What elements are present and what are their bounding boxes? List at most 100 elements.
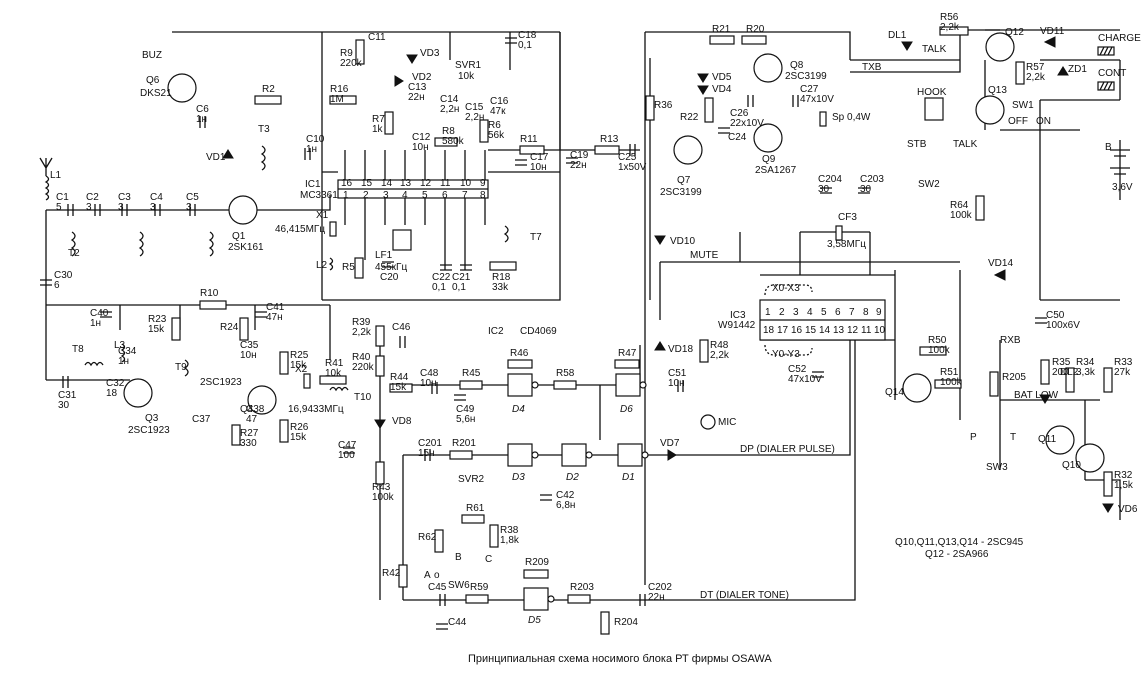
ic1-pin: 14	[381, 178, 393, 189]
component-value-c202: 22н	[648, 592, 665, 603]
on-label: ON	[1036, 116, 1051, 127]
component-ref-c35: C35	[240, 340, 259, 351]
component-value-c10: 1н	[306, 144, 317, 155]
transistor-q8	[753, 53, 783, 83]
component-ref-c13: C13	[408, 82, 427, 93]
resistor-r204	[600, 611, 610, 635]
component-ref-vd3: VD3	[420, 48, 440, 59]
capacitor-c52	[812, 371, 824, 378]
q8-part: 2SC3199	[785, 71, 827, 82]
capacitor-c203	[858, 187, 870, 194]
transformer-t2a	[70, 231, 76, 257]
component-value-c13: 22н	[408, 92, 425, 103]
component-ref-c52: C52	[788, 364, 807, 375]
component-value-c4: 3	[150, 202, 156, 213]
component-ref-r44: R44	[390, 372, 409, 383]
q12-label: Q12	[1005, 27, 1024, 38]
component-ref-c202: C202	[648, 582, 672, 593]
resistor-r64	[975, 195, 985, 221]
component-ref-c203: C203	[860, 174, 884, 185]
diode-vd1	[222, 149, 234, 159]
diode-vd2	[394, 75, 404, 87]
ic1-pin: 12	[420, 178, 432, 189]
resistor-r38	[489, 524, 499, 548]
resistor-r10	[199, 300, 227, 310]
capacitor-c41	[255, 311, 267, 318]
component-ref-c46: C46	[392, 322, 411, 333]
capacitors	[40, 37, 1047, 630]
q12-note: Q12 - 2SA966	[925, 549, 989, 560]
capacitor-c25	[629, 144, 636, 156]
component-ref-r203: R203	[570, 582, 594, 593]
ic3-pin: 10	[874, 325, 886, 336]
component-value-c204: 30	[818, 184, 830, 195]
cf3-label: CF3	[838, 212, 857, 223]
component-ref-l2: L2	[316, 260, 328, 271]
diode-vd10	[654, 235, 666, 245]
ic3-pin: 14	[819, 325, 831, 336]
component-value-c41: 47н	[266, 312, 283, 323]
resistor-r209	[523, 569, 549, 579]
q3-label: Q3	[145, 413, 159, 424]
component-ref-r6: R6	[488, 120, 501, 131]
hook-label: HOOK	[917, 87, 947, 98]
resistor-r40	[375, 355, 385, 377]
capacitor-c48	[431, 382, 438, 394]
component-value-c49: 5,6н	[456, 414, 475, 425]
transistor-note: Q10,Q11,Q13,Q14 - 2SC945	[895, 537, 1024, 548]
component-ref-r20: R20	[746, 24, 765, 35]
component-value-r41: 10k	[325, 368, 342, 379]
transistor-q1	[228, 195, 258, 225]
component-value-c3: 3	[118, 202, 124, 213]
component-ref-c204: C204	[818, 174, 842, 185]
transformer-t9	[183, 359, 189, 377]
component-ref-c2: C2	[86, 192, 99, 203]
sw2-label: SW2	[918, 179, 940, 190]
component-ref-t9: T9	[175, 362, 187, 373]
capacitor-c4	[154, 204, 161, 216]
resistor-r11	[519, 145, 545, 155]
component-ref-r26: R26	[290, 422, 309, 433]
component-ref-c32: C32	[106, 378, 125, 389]
component-ref-c1: C1	[56, 192, 69, 203]
antenna-icon	[39, 157, 53, 176]
component-ref-r39: R39	[352, 317, 371, 328]
cont-label: CONT	[1098, 68, 1126, 79]
ic1-mc3361: IC1 MC3361 16 15 14 13 12 11 10 9 1 2 3 …	[300, 150, 489, 270]
battery-label: B	[1105, 142, 1112, 153]
component-ref-r33: R33	[1114, 357, 1133, 368]
component-ref-r9: R9	[340, 48, 353, 59]
component-ref-c47: C47	[338, 440, 357, 451]
component-ref-c50: C50	[1046, 310, 1065, 321]
q14-label: Q14	[885, 387, 904, 398]
schematic-caption: Принципиальная схема носимого блока РТ ф…	[468, 653, 772, 665]
resistor-r39	[375, 325, 385, 347]
component-ref-r7: R7	[372, 114, 385, 125]
component-ref-t2: T2	[68, 248, 80, 259]
component-value-c14: 2,2н	[440, 104, 459, 115]
component-ref-c48: C48	[420, 368, 439, 379]
ic3-pin: 11	[861, 325, 872, 336]
q1-label: Q1	[232, 231, 246, 242]
component-ref-r47: R47	[618, 348, 637, 359]
capacitor-c17	[515, 159, 527, 166]
q9-part: 2SA1267	[755, 165, 797, 176]
component-ref-r23: R23	[148, 314, 167, 325]
battery-voltage: 3,6V	[1112, 182, 1133, 193]
resistor-r36	[645, 95, 655, 121]
crystal-x1	[329, 221, 337, 237]
component-ref-r35: R35	[1052, 357, 1071, 368]
bat-low-label: BAT LOW	[1014, 390, 1059, 401]
gate-d1: D1	[617, 443, 649, 483]
resistor-r7	[384, 111, 394, 135]
component-ref-r45: R45	[462, 368, 481, 379]
component-ref-c26: C26	[730, 108, 749, 119]
capacitor-c202	[639, 594, 646, 606]
mute-label: MUTE	[690, 250, 719, 261]
ic3-pin: 8	[863, 307, 869, 318]
component-value-c6: 1н	[196, 114, 207, 125]
component-value-c31: 30	[58, 400, 70, 411]
gate-d3-label: D3	[512, 472, 525, 483]
x1-freq: 46,415МГц	[275, 224, 325, 235]
component-ref-c17: C17	[530, 152, 549, 163]
